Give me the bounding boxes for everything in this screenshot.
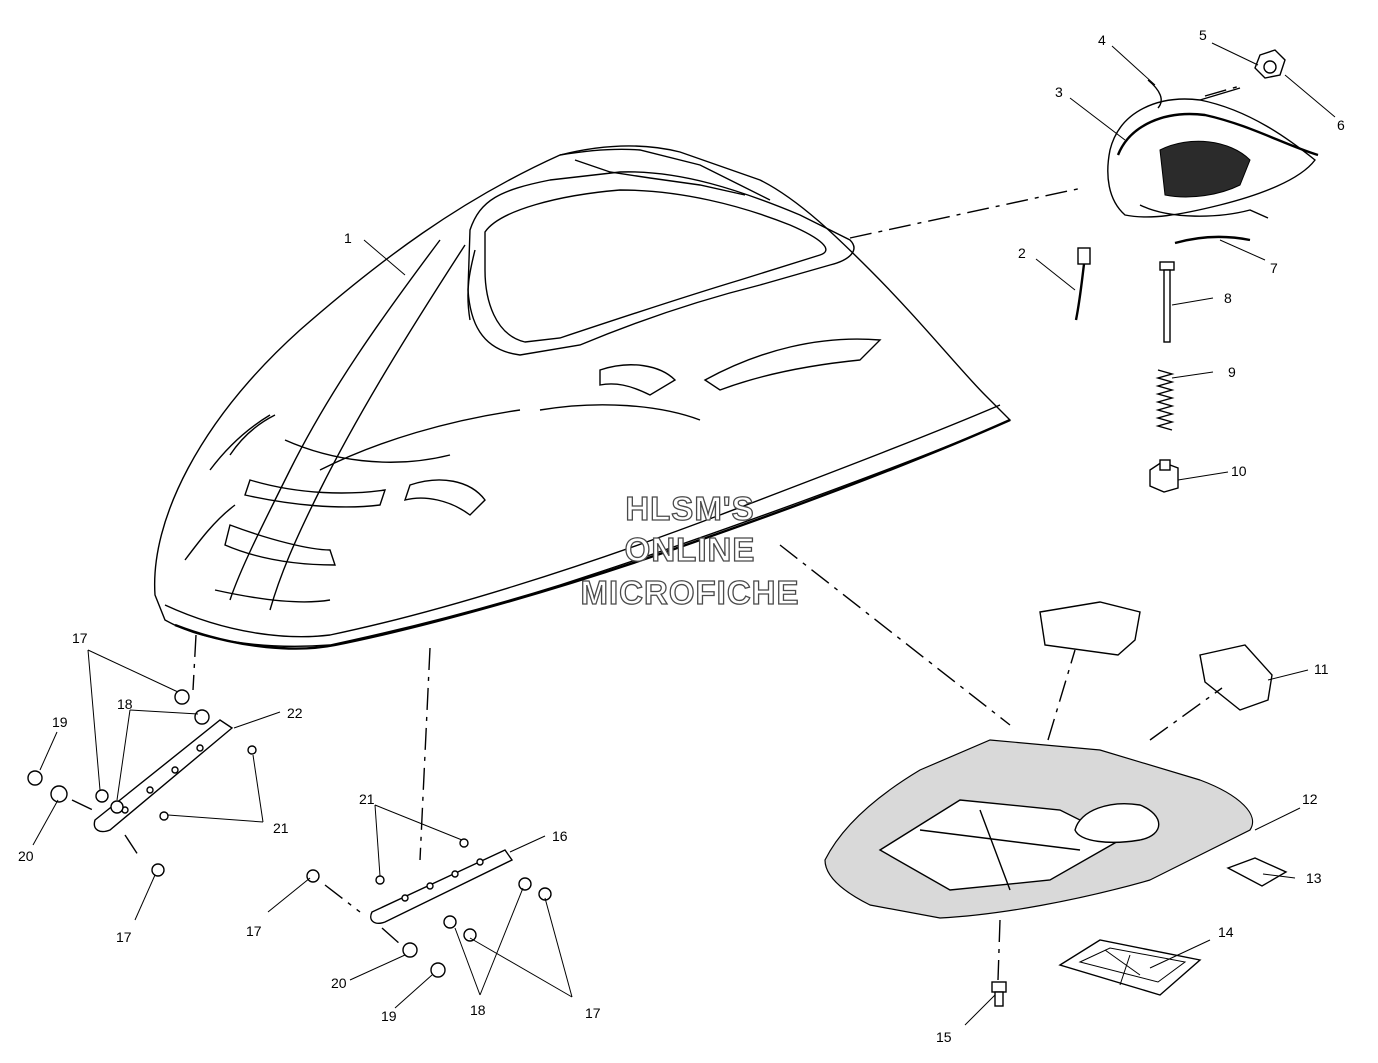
hardware	[27, 689, 552, 978]
callout-7: 7	[1270, 260, 1278, 276]
callout-8: 8	[1224, 290, 1232, 306]
strap-right	[370, 849, 514, 924]
callout-17: 17	[116, 929, 132, 945]
callout-4: 4	[1098, 32, 1106, 48]
callout-22: 22	[287, 705, 303, 721]
callout-15: 15	[936, 1029, 952, 1045]
callout-19: 19	[381, 1008, 397, 1024]
windshield	[1107, 49, 1319, 245]
decal	[1226, 857, 1288, 887]
callout-12: 12	[1302, 791, 1318, 807]
callout-11: 11	[1314, 661, 1329, 677]
callout-21: 21	[359, 791, 375, 807]
wiring-harness	[1074, 247, 1091, 321]
callout-16: 16	[552, 828, 568, 844]
callout-20: 20	[331, 975, 347, 991]
belly-pan	[824, 739, 1254, 919]
callout-13: 13	[1306, 870, 1322, 886]
assembly-lines	[71, 85, 1241, 981]
callout-5: 5	[1199, 27, 1207, 43]
watermark: HLSM'S ONLINE MICROFICHE	[580, 489, 800, 611]
callout-19: 19	[52, 714, 68, 730]
callout-9: 9	[1228, 364, 1236, 380]
watermark-line-2: ONLINE	[625, 531, 756, 568]
callout-18: 18	[470, 1002, 486, 1018]
pin	[1159, 261, 1175, 343]
callout-6: 6	[1337, 117, 1345, 133]
foam-block	[1039, 601, 1273, 711]
edge-trim	[1174, 235, 1251, 245]
callout-17: 17	[72, 630, 88, 646]
watermark-line-1: HLSM'S	[625, 490, 754, 527]
bolt	[991, 981, 1007, 1007]
callout-17: 17	[585, 1005, 601, 1021]
callouts: 1 2 3 4 5 6 7 8 9 10 11 12 13 14 15 16 1…	[18, 27, 1345, 1045]
callout-17: 17	[246, 923, 262, 939]
callout-2: 2	[1018, 245, 1026, 261]
callout-18: 18	[117, 696, 133, 712]
callout-10: 10	[1231, 463, 1247, 479]
windshield-trim	[1147, 79, 1162, 109]
spring	[1155, 369, 1175, 431]
hood	[153, 145, 1012, 650]
strap-left	[93, 719, 234, 833]
watermark-line-3: MICROFICHE	[581, 574, 800, 611]
callout-20: 20	[18, 848, 34, 864]
vent-grille	[1058, 939, 1202, 996]
knob	[1149, 459, 1179, 493]
callout-21: 21	[273, 820, 289, 836]
callout-1: 1	[344, 230, 352, 246]
mirror-fastener	[1254, 49, 1286, 79]
callout-14: 14	[1218, 924, 1234, 940]
leader-lines	[32, 42, 1336, 1026]
callout-3: 3	[1055, 84, 1063, 100]
